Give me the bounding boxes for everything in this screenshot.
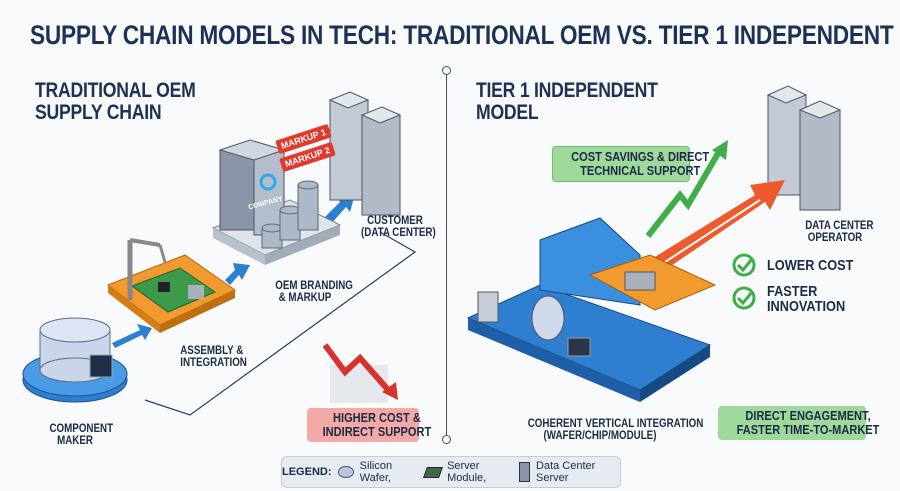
- coin-stacks-icon: [261, 180, 319, 249]
- benefit-text: LOWER COST: [767, 257, 854, 274]
- page-title: SUPPLY CHAIN MODELS IN TECH: TRADITIONAL…: [30, 20, 894, 50]
- label-line: DATA CENTER: [805, 220, 874, 232]
- direct-engagement-box: DIRECT ENGAGEMENT,FASTER TIME-TO-MARKET: [718, 406, 879, 440]
- step-label: (DATA CENTER): [361, 227, 436, 239]
- traditional-heading: TRADITIONAL OEM SUPPLY CHAIN: [35, 80, 196, 124]
- callout-text: COST SAVINGS & DIRECT: [571, 149, 710, 164]
- integration-label: COHERENT VERTICAL INTEGRATION (WAFER/CHI…: [527, 418, 704, 442]
- divider-end: [442, 435, 451, 444]
- heading-line: SUPPLY CHAIN: [35, 101, 162, 124]
- heading-line: TIER 1 INDEPENDENT: [476, 79, 658, 102]
- silicon-wafer-icon: [337, 466, 354, 478]
- heading-line: MODEL: [476, 101, 539, 124]
- step-oem-branding: OEM BRANDING & MARKUP: [275, 280, 353, 304]
- wafer-stack-icon: [22, 317, 128, 403]
- step-label: ASSEMBLY &: [180, 345, 244, 357]
- data-center-server-icon: [519, 462, 531, 482]
- legend: LEGEND: Silicon Wafer, Server Module, Da…: [281, 456, 621, 488]
- check-icon: [732, 253, 756, 310]
- rising-chart-icon: [645, 140, 728, 238]
- integration-machine-icon: [466, 217, 717, 402]
- benefit-text: FASTER: [767, 283, 818, 300]
- flow-arrow: [225, 263, 250, 285]
- legend-item: Data Center Server: [536, 460, 596, 484]
- legend-item: Silicon Wafer,: [359, 460, 393, 484]
- tier1-heading: TIER 1 INDEPENDENT MODEL: [476, 80, 658, 124]
- step-label: INTEGRATION: [180, 357, 247, 369]
- direct-arrow-icon: [650, 180, 785, 272]
- label-line: (WAFER/CHIP/MODULE): [543, 430, 657, 442]
- flow-arrow: [112, 324, 152, 348]
- timeline-line: [144, 231, 417, 416]
- label-line: COHERENT VERTICAL INTEGRATION: [527, 418, 704, 430]
- outcome-text: HIGHER COST &: [333, 410, 421, 425]
- outcome-text: INDIRECT SUPPORT: [322, 424, 432, 439]
- outcome-text: FASTER TIME-TO-MARKET: [736, 422, 880, 437]
- step-label: COMPONENT: [49, 423, 114, 435]
- heading-line: TRADITIONAL OEM: [35, 79, 196, 102]
- flow-arrow: [322, 194, 355, 225]
- data-center-operator-label: DATA CENTER OPERATOR: [805, 220, 874, 244]
- outcome-text: DIRECT ENGAGEMENT,: [745, 408, 871, 423]
- step-customer: CUSTOMER (DATA CENTER): [361, 215, 436, 239]
- step-label: MAKER: [57, 435, 93, 447]
- benefit-faster-innovation: FASTER INNOVATION: [767, 284, 845, 314]
- step-component-maker: COMPONENT MAKER: [49, 423, 114, 447]
- step-label: OEM BRANDING: [275, 280, 353, 292]
- label-line: OPERATOR: [807, 232, 863, 244]
- customer-server-icon: [328, 91, 402, 216]
- higher-cost-box: HIGHER COST &INDIRECT SUPPORT: [307, 408, 431, 442]
- benefit-text: INNOVATION: [767, 298, 846, 315]
- benefit-lower-cost: LOWER COST: [767, 258, 853, 273]
- step-label: & MARKUP: [278, 292, 332, 304]
- assembly-board-icon: [106, 238, 236, 333]
- server-module-icon: [422, 466, 444, 478]
- callout-text: TECHNICAL SUPPORT: [580, 163, 701, 178]
- section-divider: [446, 72, 447, 440]
- step-assembly: ASSEMBLY & INTEGRATION: [180, 345, 247, 369]
- step-label: CUSTOMER: [367, 215, 423, 227]
- legend-item: Server Module,: [447, 460, 487, 484]
- legend-label: LEGEND:: [282, 466, 332, 478]
- declining-chart-icon: [322, 343, 398, 403]
- data-center-server-icon: [766, 85, 842, 211]
- divider-end: [442, 66, 451, 75]
